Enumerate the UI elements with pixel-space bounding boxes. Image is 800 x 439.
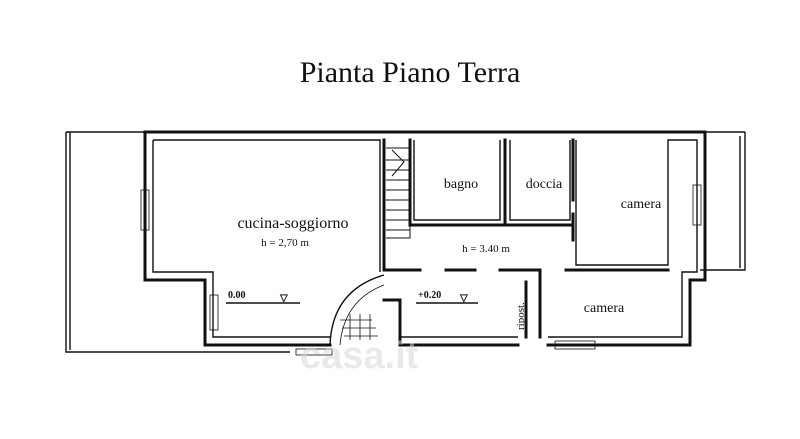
- room-label-storage: ripost.: [515, 302, 527, 330]
- level-value-1: 0.00: [228, 290, 246, 301]
- level-marker-2: +0.20 ▽: [416, 290, 478, 304]
- inner-walls: [152, 139, 698, 338]
- spiral-stair: [329, 274, 385, 346]
- level-symbol-2: ▽: [459, 293, 468, 304]
- height-label-kitchen: h = 2,70 m: [261, 237, 309, 249]
- watermark: casa.it: [300, 335, 419, 377]
- level-value-2: +0.20: [418, 290, 441, 301]
- room-label-bedroom-2: camera: [584, 301, 625, 316]
- windows: [140, 184, 702, 356]
- room-label-bedroom-1: camera: [621, 197, 662, 212]
- exterior-walls: [143, 130, 707, 347]
- level-marker-1: 0.00 ▽: [226, 290, 300, 304]
- partitions: [382, 138, 670, 347]
- room-label-shower: doccia: [526, 177, 563, 192]
- staircase: [386, 147, 411, 239]
- outer-boundary: [65, 131, 746, 353]
- plan-title: Pianta Piano Terra: [300, 56, 521, 89]
- room-label-kitchen: cucina-soggiorno: [237, 215, 348, 232]
- level-symbol-1: ▽: [279, 293, 288, 304]
- room-label-bath: bagno: [444, 177, 478, 192]
- height-label-hall: h = 3.40 m: [462, 243, 510, 255]
